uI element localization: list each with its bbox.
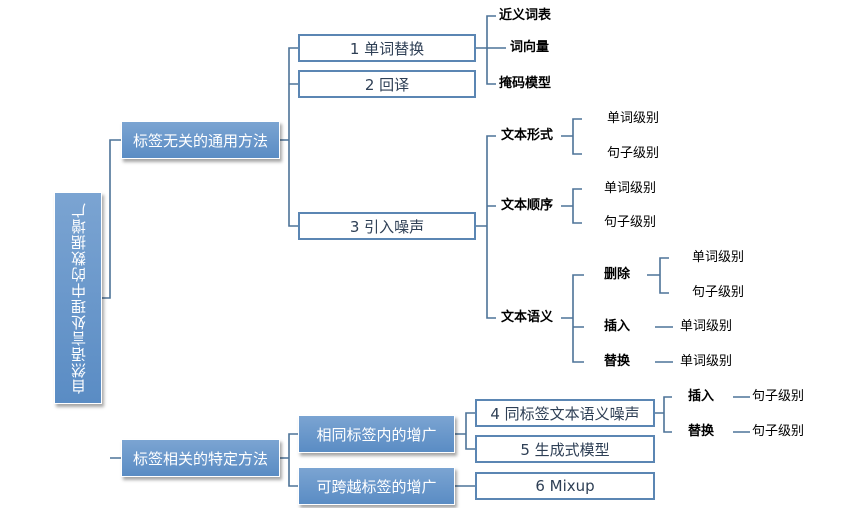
masked-model-label: 掩码模型 [499, 76, 552, 91]
order-word-level: 单词级别 [604, 181, 657, 196]
method-2-node: 2 回译 [298, 70, 476, 98]
delete-label: 删除 [604, 267, 631, 282]
label-specific-branch: 标签相关的特定方法 [121, 439, 280, 477]
method-6-node: 6 Mixup [475, 472, 655, 500]
text-form-label: 文本形式 [501, 128, 554, 143]
label-free-label: 标签无关的通用方法 [132, 131, 268, 150]
label-specific-label: 标签相关的特定方法 [132, 449, 268, 468]
method-5-node: 5 生成式模型 [475, 435, 655, 463]
method-1-node: 1 单词替换 [298, 34, 476, 62]
replace-word-level: 单词级别 [680, 354, 733, 369]
m4-insert-label: 插入 [688, 389, 715, 404]
order-sentence-level: 句子级别 [604, 215, 657, 230]
root-label: 自然语言处理中的数据增广 [69, 202, 88, 394]
insert-label: 插入 [604, 319, 631, 334]
method-3-node: 3 引入噪声 [298, 212, 476, 240]
label-free-branch: 标签无关的通用方法 [121, 121, 280, 159]
delete-word-level: 单词级别 [692, 250, 745, 265]
root-node: 自然语言处理中的数据增广 [54, 192, 102, 404]
text-order-label: 文本顺序 [501, 198, 554, 213]
form-word-level: 单词级别 [607, 111, 660, 126]
method-4-node: 4 同标签文本语义噪声 [475, 399, 655, 427]
form-sentence-level: 句子级别 [607, 146, 660, 161]
m4-insert-sentence-level: 句子级别 [752, 389, 805, 404]
synonyms-label: 近义词表 [499, 8, 552, 23]
cross-label-node: 可跨越标签的增广 [298, 467, 455, 505]
m4-replace-sentence-level: 句子级别 [752, 424, 805, 439]
delete-sentence-level: 句子级别 [692, 285, 745, 300]
text-semantic-label: 文本语义 [501, 310, 554, 325]
insert-word-level: 单词级别 [680, 319, 733, 334]
m4-replace-label: 替换 [688, 424, 715, 439]
word-vectors-label: 词向量 [510, 40, 550, 55]
same-label-node: 相同标签内的增广 [298, 415, 455, 453]
replace-label: 替换 [604, 354, 631, 369]
